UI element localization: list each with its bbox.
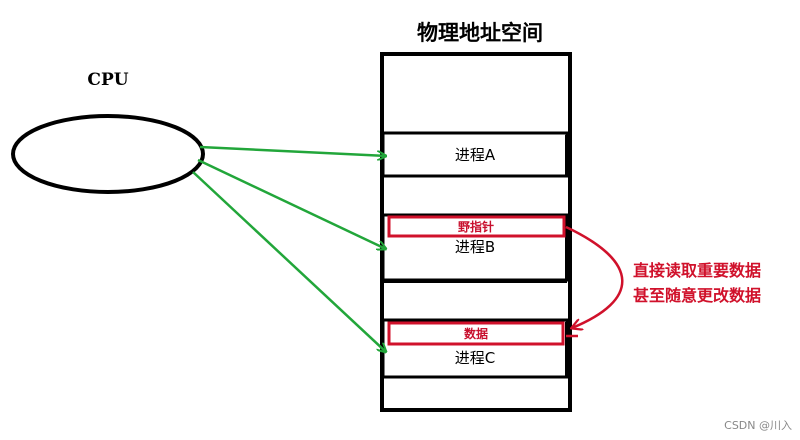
arrow-to-process-c <box>192 171 386 352</box>
process-a-label: 进程A <box>455 146 496 164</box>
process-a-block <box>381 131 569 178</box>
arrow-to-process-a <box>199 145 386 156</box>
cpu-label: CPU <box>87 70 128 90</box>
wild-pointer-box <box>387 215 566 238</box>
red-curve-arrow <box>565 225 624 328</box>
cpu-ellipse <box>11 114 205 194</box>
data-label: 数据 <box>464 326 488 341</box>
annotation-line-1: 直接读取重要数据 <box>633 261 761 280</box>
process-b-label: 进程B <box>455 238 495 256</box>
wild-pointer-label: 野指针 <box>458 219 494 234</box>
arrow-to-process-b <box>197 158 386 249</box>
data-box <box>387 321 565 346</box>
address-space-title: 物理地址空间 <box>417 21 543 45</box>
process-c-label: 进程C <box>455 349 495 367</box>
annotation-line-2: 甚至随意更改数据 <box>633 286 761 305</box>
watermark: CSDN @川入 <box>724 419 792 432</box>
